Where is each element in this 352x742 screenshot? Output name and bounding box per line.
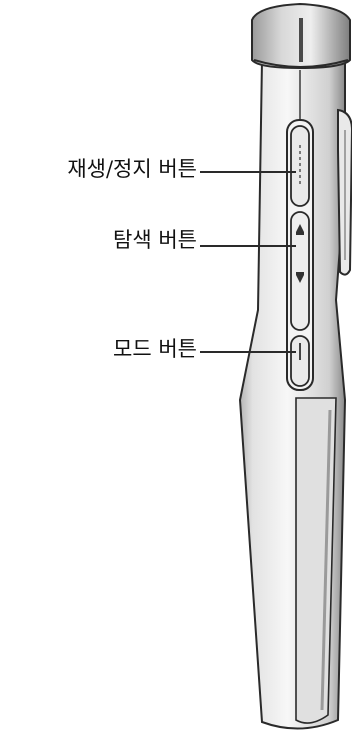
search-button[interactable]: [290, 211, 310, 331]
mode-label: 모드 버튼: [113, 337, 197, 361]
cap-rim: [253, 59, 349, 68]
lower-tube-shade: [320, 409, 332, 711]
search-forward-icon: [296, 224, 304, 235]
search-backward-icon: [296, 272, 304, 283]
mode-button[interactable]: [290, 335, 310, 387]
play-stop-label: 재생/정지 버튼: [67, 157, 197, 181]
search-label: 탐색 버튼: [113, 228, 197, 252]
lower-tube: [295, 397, 337, 724]
